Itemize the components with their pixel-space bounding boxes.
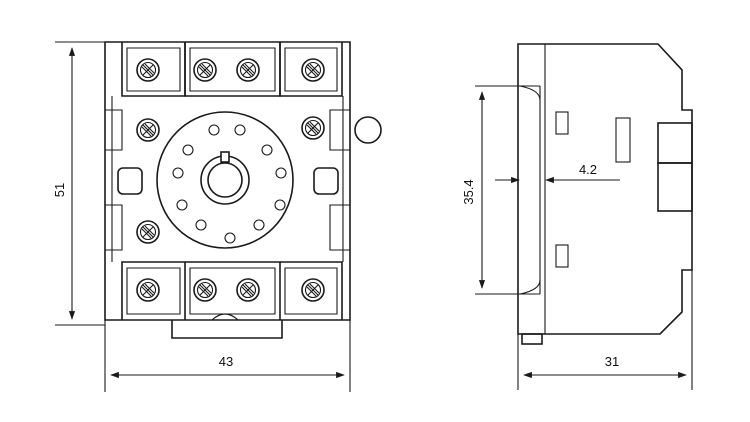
side-depth-label: 31 (605, 354, 619, 369)
side-depth-dimension: 31 (517, 270, 693, 390)
front-width-dimension: 43 (104, 320, 351, 392)
rail-offset-label: 4.2 (579, 162, 597, 177)
front-height-label: 51 (52, 183, 67, 197)
rail-offset-dimension: 4.2 (495, 162, 620, 184)
front-width-label: 43 (219, 354, 233, 369)
front-height-dimension: 51 (52, 41, 105, 326)
side-view (517, 43, 693, 345)
front-view (104, 41, 382, 339)
rail-height-label: 35.4 (461, 179, 476, 204)
rail-height-dimension: 35.4 (461, 85, 540, 295)
